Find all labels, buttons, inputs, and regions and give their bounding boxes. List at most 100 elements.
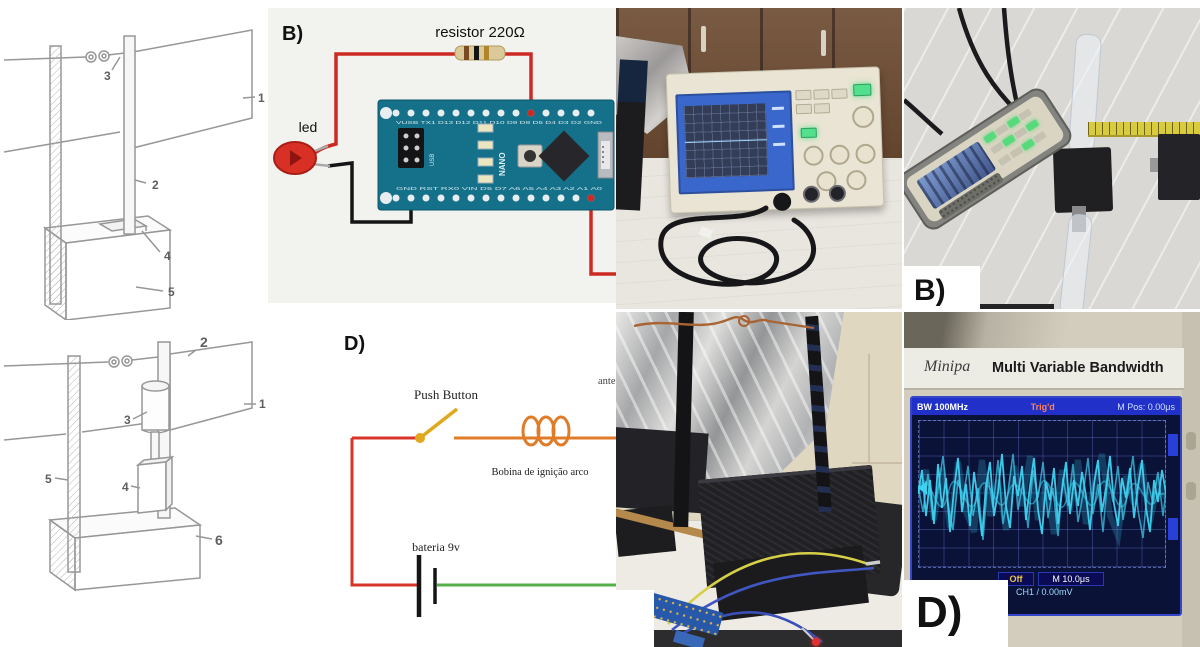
- noise-waveform: [918, 453, 1166, 548]
- label-1: 1: [258, 91, 265, 105]
- antenna-label-clipped: ante: [598, 376, 616, 387]
- red-led: [812, 638, 820, 646]
- photo-spark-gap-rig: [616, 312, 902, 647]
- led-component: [273, 141, 331, 175]
- resistor-220: [454, 45, 506, 61]
- box-front: [65, 229, 171, 320]
- menu-tab: [1168, 434, 1178, 456]
- sketch-bottom-number-labels: 1 2 3 4 5 6: [45, 334, 266, 548]
- timebase-readout: M 10.0μs: [1038, 572, 1104, 586]
- connector-rod: [150, 431, 160, 461]
- label-6: 6: [215, 532, 223, 548]
- usb-silk-label: USB: [430, 154, 436, 166]
- label-5: 5: [168, 285, 175, 299]
- mcu-chip: [538, 130, 590, 182]
- bottom-pin-labels: GND RST RX0 VIN D5 D7 A6 A5 A4 A3 A2 A1 …: [396, 186, 603, 191]
- post-left: [67, 355, 81, 573]
- copper-spark-wire: [633, 316, 815, 330]
- horizontal-position-readout: M Pos: 0.00μs: [1117, 401, 1175, 412]
- wall-tile-line: [852, 462, 902, 464]
- photo-label-b: B): [904, 266, 980, 309]
- red-wire-a0: [589, 202, 618, 276]
- label-4: 4: [164, 249, 171, 263]
- resistor-label: resistor 220Ω: [435, 24, 525, 41]
- model-title: Multi Variable Bandwidth: [992, 360, 1164, 376]
- led-lead: [801, 627, 815, 641]
- led-label: led: [299, 119, 318, 135]
- lower-wire-line: [3, 131, 121, 153]
- insulator-ring: [108, 356, 120, 368]
- panel-1: [132, 29, 253, 149]
- pin-a0-connection: [587, 194, 595, 202]
- mini-usb-port: [597, 131, 614, 179]
- scope-display: BW 100MHz Trig'd M Pos: 0.00μs Off M 10.…: [910, 396, 1182, 616]
- scope-casing-top: [904, 312, 1200, 348]
- bezel-button: [1186, 432, 1196, 450]
- wall-tile-line: [868, 354, 870, 464]
- push-button-switch: [415, 407, 459, 443]
- label-3: 3: [104, 69, 111, 83]
- display-status-bar: BW 100MHz Trig'd M Pos: 0.00μs: [912, 398, 1180, 415]
- reset-button: [517, 144, 543, 168]
- menu-tab: [1168, 518, 1178, 540]
- bandwidth-readout: BW 100MHz: [917, 401, 969, 412]
- cabinet-handle: [701, 26, 706, 52]
- photo-bench-oscilloscope: [616, 8, 902, 309]
- insulator-ring: [121, 355, 133, 367]
- panel-b-circuit: VUSB TX1 D13 D12 D11 D10 D9 D8 D5 D4 D3 …: [268, 8, 618, 303]
- sketch-antenna-apparatus-bottom: 1 2 3 4 5 6: [3, 334, 266, 592]
- battery-label: bateria 9v: [412, 540, 460, 554]
- box-4: [137, 461, 167, 514]
- battery-9v: [416, 555, 437, 617]
- label-4: 4: [122, 480, 129, 494]
- photo-handheld-scope-propeller: B): [904, 8, 1200, 309]
- arduino-nano-board: VUSB TX1 D13 D12 D11 D10 D9 D8 D5 D4 D3 …: [377, 99, 615, 211]
- coil-label: Bobina de ignição arco: [491, 467, 588, 478]
- block-clip: [1150, 158, 1158, 172]
- label-1: 1: [259, 397, 266, 411]
- brand-logo: Minipa: [924, 358, 971, 375]
- propeller-hub-block: [1052, 147, 1114, 213]
- channel-readout: CH1 / 0.00mV: [1016, 587, 1073, 597]
- red-wire: [350, 436, 418, 587]
- cylinder-3: [141, 385, 170, 431]
- wire-tip: [865, 560, 881, 566]
- ignition-coil: [521, 415, 571, 447]
- trigger-status: Trig'd: [1030, 401, 1055, 412]
- yellow-wire: [667, 551, 869, 625]
- nano-silk-label: NANO: [498, 152, 507, 176]
- black-wire-gnd: [327, 161, 413, 224]
- arduino-led-schematic: VUSB TX1 D13 D12 D11 D10 D9 D8 D5 D4 D3 …: [273, 23, 618, 276]
- spark-transmitter-schematic: D) Push Button Bobina de ignição arco ba…: [344, 333, 618, 617]
- label-2: 2: [152, 178, 159, 192]
- sketch-top-number-labels: 1 2 3 4 5: [104, 69, 265, 299]
- smd-leds: [477, 123, 494, 184]
- sketch-antenna-apparatus-top: 1 2 3 4 5: [3, 29, 265, 320]
- label-3: 3: [124, 413, 131, 427]
- wire-line: [3, 51, 134, 61]
- cabinet-handle: [821, 30, 826, 56]
- probe-cable: [658, 205, 817, 287]
- scope-casing-right: [1182, 312, 1200, 647]
- panel-d-circuit: D) Push Button Bobina de ignição arco ba…: [268, 310, 618, 647]
- insulator-ring: [98, 50, 110, 62]
- panel-b-label: B): [282, 23, 303, 45]
- icsp-header: [398, 128, 424, 168]
- scope-title-strip: Minipa Multi Variable Bandwidth: [904, 348, 1184, 390]
- panel-1: [169, 341, 253, 431]
- panel-d-label: D): [344, 333, 365, 355]
- label-2: 2: [200, 334, 208, 350]
- right-black-block: [1158, 134, 1200, 200]
- bezel-button: [1186, 482, 1196, 500]
- wire-line: [3, 356, 159, 367]
- photo-scope-screen-closeup: Minipa Multi Variable Bandwidth BW 100MH…: [904, 312, 1200, 647]
- label-5: 5: [45, 472, 52, 486]
- photo-label-d: D): [904, 580, 1008, 647]
- clipped-label-box: [616, 590, 654, 647]
- pin-d5-connection: [527, 109, 535, 117]
- post-left: [49, 45, 62, 305]
- post-right: [123, 35, 136, 235]
- insulator-ring: [85, 51, 97, 63]
- measuring-tape: [1088, 122, 1200, 137]
